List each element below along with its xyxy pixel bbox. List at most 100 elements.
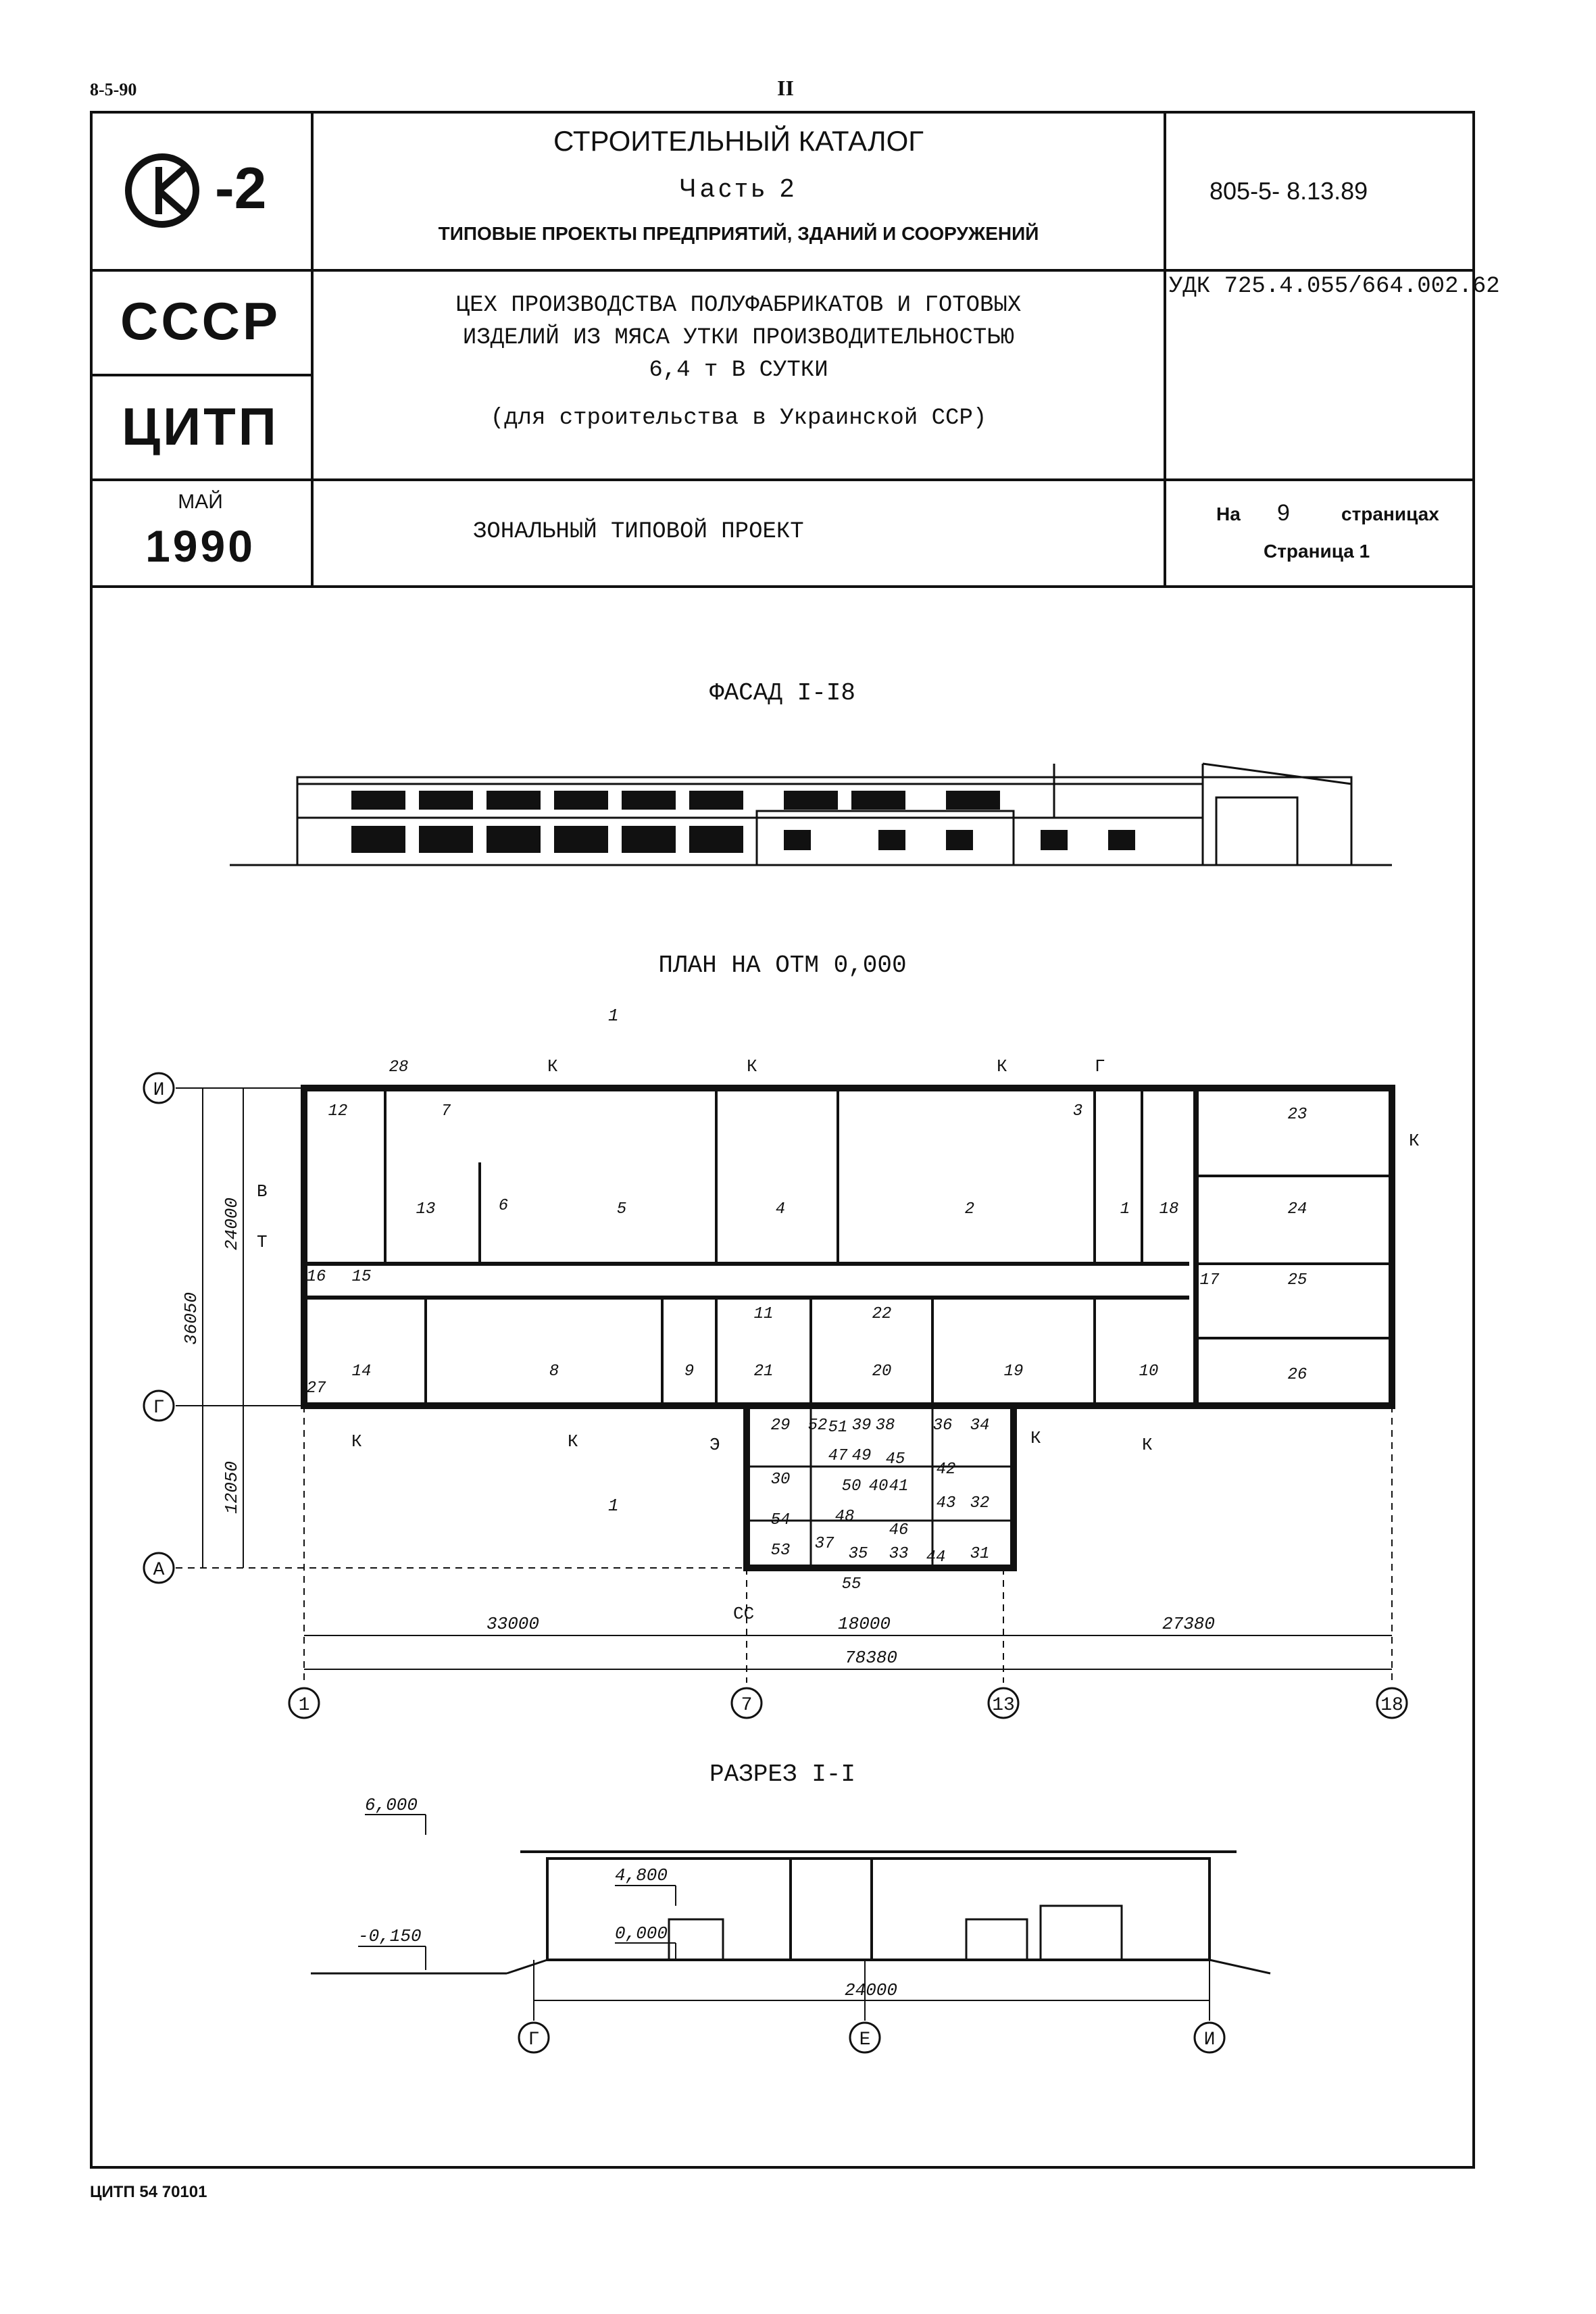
- entry-mark: Э: [709, 1435, 720, 1455]
- room-number: 16: [307, 1268, 326, 1286]
- level-mark: 0,000: [615, 1923, 668, 1944]
- room-number: 11: [754, 1305, 774, 1323]
- year-label: 1990: [145, 521, 255, 571]
- room-number: 33: [889, 1545, 909, 1563]
- room-number: 7: [441, 1102, 451, 1121]
- catalog-section: ТИПОВЫЕ ПРОЕКТЫ ПРЕДПРИЯТИЙ, ЗДАНИЙ И СО…: [438, 223, 1039, 244]
- project-title-line: ИЗДЕЛИЙ ИЗ МЯСА УТКИ ПРОИЗВОДИТЕЛЬНОСТЬЮ: [462, 325, 1015, 351]
- room-number: 8: [549, 1362, 559, 1381]
- entry-mark: В: [257, 1181, 268, 1202]
- room-number: 25: [1288, 1271, 1307, 1289]
- print-date: 8-5-90: [90, 80, 137, 99]
- room-number: 35: [849, 1545, 868, 1563]
- section-title: РАЗРЕЗ I-I: [709, 1761, 856, 1788]
- room-number: 47: [828, 1447, 848, 1465]
- axis-label: 13: [992, 1695, 1015, 1716]
- room-number: 40: [869, 1477, 889, 1496]
- header-divider: [90, 374, 311, 376]
- room-number: 46: [889, 1521, 909, 1540]
- section-mark: 1: [608, 1006, 619, 1026]
- room-number: 26: [1288, 1366, 1307, 1384]
- axis-label: Г: [153, 1398, 165, 1419]
- axis-label: 1: [299, 1695, 310, 1716]
- header-divider: [90, 478, 1475, 481]
- entry-mark: К: [997, 1056, 1007, 1077]
- facade-drawing: [230, 762, 1392, 866]
- room-number: 14: [352, 1362, 372, 1381]
- room-number: 13: [416, 1200, 436, 1218]
- room-number: 5: [617, 1200, 626, 1218]
- level-mark: 6,000: [365, 1795, 418, 1815]
- room-number: 43: [937, 1494, 956, 1512]
- dimension-label: 36050: [181, 1292, 201, 1345]
- project-title-line: ЦЕХ ПРОИЗВОДСТВА ПОЛУФАБРИКАТОВ И ГОТОВЫ…: [455, 293, 1022, 318]
- entry-mark: К: [747, 1056, 757, 1077]
- pages-prefix: На: [1216, 503, 1241, 524]
- section-drawing: 6,000 4,800 0,000 -0,150 24000 Г Е И: [311, 1795, 1271, 2054]
- room-number: 6: [499, 1197, 508, 1215]
- floor-plan: И Г А 1 7 13 18 24000 36050 12050 33000 …: [143, 1006, 1420, 1719]
- logo-text: -2: [215, 156, 267, 221]
- room-number: 9: [684, 1362, 694, 1381]
- room-number: 22: [872, 1305, 892, 1323]
- entry-mark: К: [547, 1056, 558, 1077]
- room-number: 3: [1073, 1102, 1082, 1121]
- room-number: 38: [876, 1417, 895, 1435]
- room-number: 30: [771, 1471, 791, 1489]
- entry-mark: К: [1409, 1131, 1420, 1151]
- entry-mark: К: [1142, 1435, 1153, 1455]
- room-number: 36: [933, 1417, 953, 1435]
- room-number: 32: [970, 1494, 990, 1512]
- entry-mark: Т: [257, 1232, 268, 1252]
- room-number: 20: [872, 1362, 892, 1381]
- axis-label: Г: [528, 2029, 540, 2050]
- dimension-label: 24000: [845, 1980, 897, 2000]
- room-number: 15: [352, 1268, 372, 1286]
- room-number: 27: [307, 1379, 326, 1398]
- room-number: 50: [842, 1477, 862, 1496]
- axis-label: А: [153, 1560, 165, 1581]
- room-number: 29: [771, 1417, 791, 1435]
- page-label: Страница 1: [1264, 541, 1370, 562]
- dimension-label: 33000: [487, 1614, 539, 1634]
- room-number: 31: [970, 1545, 990, 1563]
- room-number: 1: [1120, 1200, 1130, 1218]
- catalog-part: Часть 2: [678, 174, 799, 203]
- room-number: 37: [815, 1535, 834, 1553]
- room-number: 54: [771, 1511, 791, 1529]
- entry-mark: К: [568, 1431, 578, 1452]
- logo-icon: [122, 150, 209, 231]
- room-number: 44: [926, 1548, 946, 1567]
- room-number: 10: [1139, 1362, 1159, 1381]
- dimension-label: 24000: [222, 1198, 242, 1250]
- entry-mark: Г: [1095, 1056, 1105, 1077]
- entry-mark: СС: [733, 1604, 754, 1624]
- pages-suffix: страницах: [1341, 503, 1439, 524]
- room-number: 4: [776, 1200, 785, 1218]
- month-label: МАЙ: [178, 491, 223, 513]
- room-number: 21: [754, 1362, 774, 1381]
- header-divider: [90, 269, 1475, 272]
- org-label: ЦИТП: [122, 397, 279, 456]
- room-number: 19: [1004, 1362, 1024, 1381]
- project-title-line: 6,4 т В СУТКИ: [649, 358, 828, 383]
- room-number: 39: [852, 1417, 872, 1435]
- udk-code: УДК 725.4.055/664.002.62: [1169, 274, 1500, 299]
- project-title: ЦЕХ ПРОИЗВОДСТВА ПОЛУФАБРИКАТОВ И ГОТОВЫ…: [314, 289, 1164, 387]
- room-number: 28: [389, 1058, 409, 1077]
- dimension-label: 18000: [838, 1614, 891, 1634]
- room-number: 48: [835, 1508, 855, 1526]
- project-note: (для строительства в Украинской ССР): [490, 405, 987, 431]
- dimension-label: 78380: [845, 1648, 897, 1668]
- room-number: 45: [886, 1450, 905, 1469]
- room-number: 18: [1159, 1200, 1179, 1218]
- room-number: 53: [771, 1542, 791, 1560]
- room-number: 12: [328, 1102, 348, 1121]
- axis-label: 18: [1380, 1695, 1403, 1716]
- sheet-frame: [90, 111, 1475, 2169]
- dimension-label: 27380: [1162, 1614, 1215, 1634]
- facade-title: ФАСАД I-I8: [709, 679, 856, 707]
- level-mark: -0,150: [358, 1926, 422, 1946]
- room-number: 23: [1288, 1106, 1307, 1124]
- catalog-title: СТРОИТЕЛЬНЫЙ КАТАЛОГ: [553, 125, 924, 157]
